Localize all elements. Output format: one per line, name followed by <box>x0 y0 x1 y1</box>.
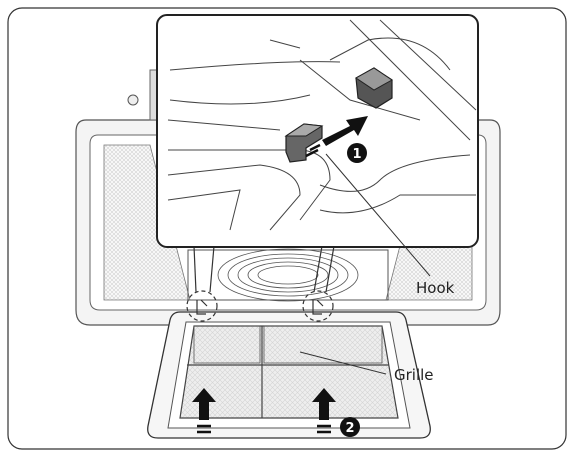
grille-panel <box>147 311 431 439</box>
step2-arrow-right <box>312 388 336 434</box>
hook-right-marker <box>302 290 334 322</box>
hook-label: Hook <box>416 279 455 297</box>
svg-text:2: 2 <box>345 421 354 436</box>
callout-lines <box>193 245 335 293</box>
step2-badge: 2 <box>340 417 360 437</box>
step1-arrow <box>305 116 368 158</box>
grille-label: Grille <box>394 366 434 384</box>
filter <box>179 325 399 419</box>
detail-inset <box>156 14 479 248</box>
step2-arrow-left <box>192 388 216 434</box>
step1-badge: 1 <box>347 143 367 163</box>
hook-left-marker <box>186 290 218 322</box>
grille-leader-line <box>299 351 387 375</box>
svg-text:1: 1 <box>352 147 361 162</box>
hook-leader-line <box>325 153 431 277</box>
